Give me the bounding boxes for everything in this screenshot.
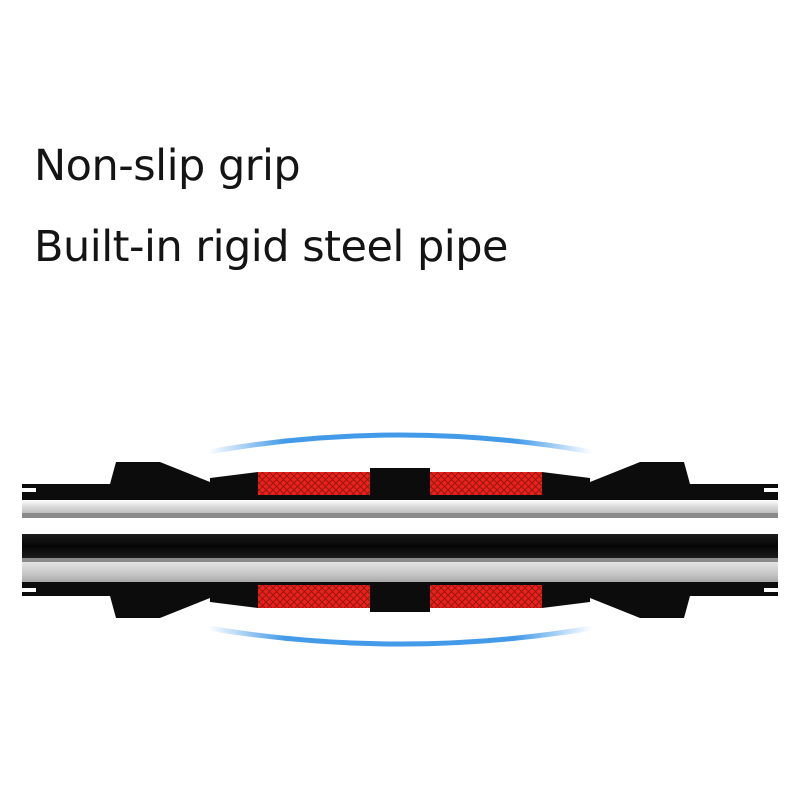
end-cap-right: [590, 462, 778, 495]
flex-arc-top: [205, 432, 595, 455]
end-cap-left: [22, 462, 210, 495]
cutaway-bar-illustration: [22, 432, 778, 647]
grip-divider: [370, 468, 430, 496]
feature-steel-pipe: Built-in rigid steel pipe: [34, 222, 509, 272]
flex-arc-bottom: [205, 625, 595, 647]
knurled-grip-right: [430, 472, 542, 496]
feature-non-slip-grip: Non-slip grip: [34, 141, 301, 191]
knurled-grip-left: [258, 472, 370, 496]
